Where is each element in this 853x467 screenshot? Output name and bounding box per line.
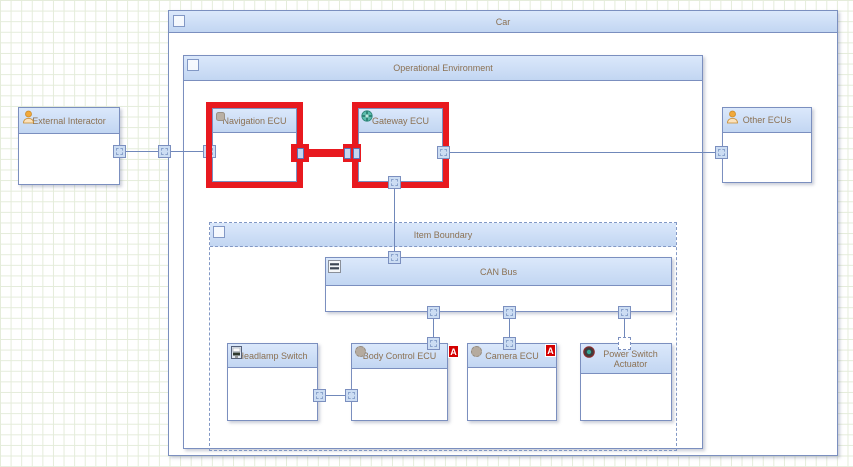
body-control-ecu-node[interactable]: Body Control ECU: [351, 343, 448, 421]
frame-corner-icon: [187, 59, 199, 71]
connector-canbus-to-power-switch[interactable]: [624, 312, 625, 339]
camera-ecu-node[interactable]: Camera ECU: [467, 343, 557, 421]
connector-navigation-gateway-selected[interactable]: [296, 149, 356, 157]
connector-canbus-to-body-control[interactable]: [433, 312, 434, 339]
port-canbus-bottom-2[interactable]: [503, 306, 516, 319]
person-icon: [727, 110, 738, 124]
headlamp-switch-label: Headlamp Switch: [237, 350, 308, 361]
connector-gateway-to-other-ecus[interactable]: [448, 152, 722, 153]
power-switch-actuator-node[interactable]: Power Switch Actuator: [580, 343, 672, 421]
navigation-ecu-icon: [216, 112, 225, 121]
component-icon: [471, 346, 482, 357]
can-bus-icon: [328, 260, 341, 273]
frame-corner-icon: [213, 226, 225, 238]
port-navigation-right-selected[interactable]: [291, 144, 309, 162]
port-body-control-left[interactable]: [345, 389, 358, 402]
item-boundary-node[interactable]: Item Boundary: [209, 222, 677, 451]
can-bus-node[interactable]: CAN Bus: [325, 257, 672, 312]
port-power-switch-top[interactable]: [618, 337, 631, 350]
asset-badge-body-control: A: [448, 345, 459, 358]
port-gateway-left-selected[interactable]: [343, 144, 361, 162]
body-control-ecu-header: Body Control ECU: [352, 344, 447, 369]
port-glyph: [296, 147, 304, 159]
connector-headlamp-to-body-control[interactable]: [319, 395, 352, 396]
port-gateway-right[interactable]: [437, 146, 450, 159]
port-camera-top[interactable]: [503, 337, 516, 350]
headlamp-switch-node[interactable]: Headlamp Switch: [227, 343, 318, 421]
headlamp-switch-header: Headlamp Switch: [228, 344, 317, 368]
can-bus-label: CAN Bus: [479, 266, 517, 277]
body-control-ecu-label: Body Control ECU: [362, 351, 437, 361]
other-ecus-label: Other ECUs: [742, 115, 792, 125]
external-interactor-node[interactable]: External Interactor: [18, 107, 120, 185]
can-bus-header: CAN Bus: [326, 258, 671, 286]
port-gateway-bottom[interactable]: [388, 176, 401, 189]
port-external-interactor-right[interactable]: [113, 145, 126, 158]
port-body-control-top[interactable]: [427, 337, 440, 350]
car-header: Car: [169, 11, 837, 33]
camera-ecu-label: Camera ECU: [485, 350, 539, 361]
operational-environment-label: Operational Environment: [393, 63, 493, 73]
frame-corner-icon: [173, 15, 185, 27]
component-icon: [355, 346, 366, 357]
external-interactor-label: External Interactor: [32, 115, 106, 126]
external-interactor-header: External Interactor: [19, 108, 119, 134]
port-canbus-bottom-3[interactable]: [618, 306, 631, 319]
port-other-ecus-left[interactable]: [715, 146, 728, 159]
port-headlamp-right[interactable]: [313, 389, 326, 402]
power-switch-actuator-icon: [583, 346, 595, 358]
connector-gateway-to-canbus[interactable]: [394, 186, 395, 254]
asset-badge-camera: A: [545, 344, 556, 357]
selection-highlight-navigation-ecu: [206, 102, 303, 188]
item-boundary-header: Item Boundary: [210, 223, 676, 247]
car-label: Car: [495, 16, 511, 27]
power-switch-actuator-label: Power Switch Actuator: [603, 348, 658, 369]
other-ecus-header: Other ECUs: [723, 108, 811, 133]
headlamp-switch-icon: [231, 346, 242, 359]
item-boundary-label: Item Boundary: [413, 229, 473, 240]
gateway-ecu-node[interactable]: Gateway ECU: [358, 108, 443, 182]
port-car-left-edge[interactable]: [158, 145, 171, 158]
port-glyph: [344, 147, 351, 159]
connector-canbus-to-camera[interactable]: [509, 312, 510, 339]
other-ecus-node[interactable]: Other ECUs: [722, 107, 812, 183]
port-canbus-bottom-1[interactable]: [427, 306, 440, 319]
person-icon: [23, 110, 34, 124]
gateway-gear-icon: [361, 110, 373, 122]
operational-environment-header: Operational Environment: [184, 56, 702, 81]
port-canbus-top[interactable]: [388, 251, 401, 264]
port-glyph: [353, 147, 360, 159]
